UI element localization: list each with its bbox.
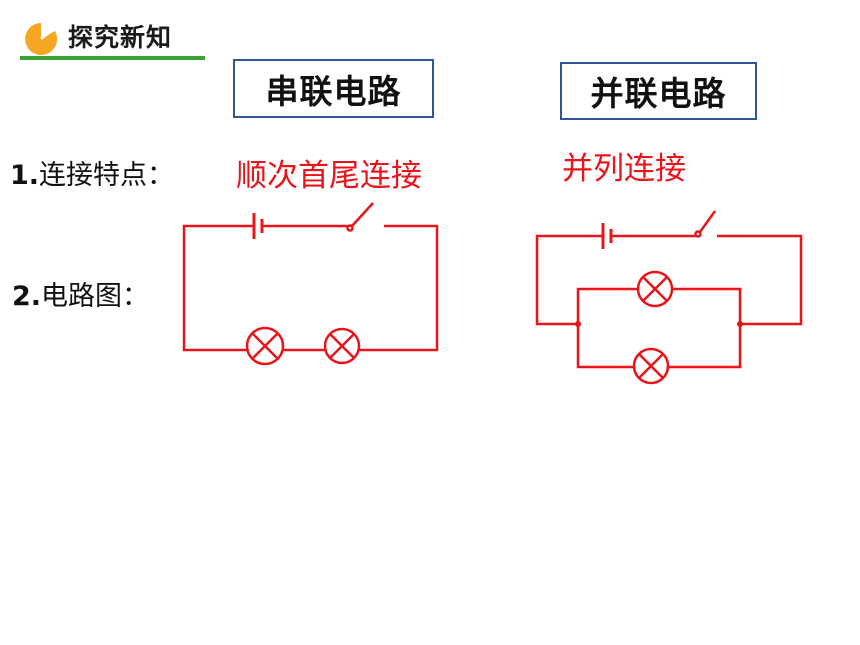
- parallel-bulb-1-icon: [636, 270, 674, 308]
- parallel-battery-icon: [601, 223, 613, 249]
- item-text-1: 连接特点：: [39, 160, 175, 191]
- series-bulb-2-icon: [323, 327, 361, 365]
- parallel-circuit-title: 并联电路: [560, 62, 757, 120]
- series-circuit: [182, 202, 439, 366]
- item-text-2: 电路图：: [41, 281, 150, 312]
- series-bulb-1-icon: [245, 326, 285, 366]
- series-switch-icon: [346, 202, 412, 232]
- series-wires: [182, 224, 439, 352]
- parallel-switch-icon: [694, 210, 717, 238]
- parallel-feature-text: 并列连接: [562, 151, 686, 187]
- series-circuit-title: 串联电路: [233, 59, 434, 118]
- series-feature-text: 顺次首尾连接: [236, 158, 422, 194]
- parallel-bulb-2-icon: [632, 347, 670, 385]
- section-title: 探究新知: [68, 23, 173, 52]
- parallel-wires: [535, 234, 803, 369]
- connection-feature-label: 1.连接特点：: [10, 153, 174, 192]
- series-battery-icon: [252, 213, 264, 239]
- section-header: 探究新知: [20, 14, 205, 62]
- item-number-2: 2.: [12, 281, 42, 312]
- parallel-junction-dots: [575, 321, 743, 327]
- pie-chart-icon: [25, 23, 58, 55]
- circuit-diagram-label: 2.电路图：: [12, 274, 149, 313]
- parallel-circuit: [535, 210, 803, 385]
- header-underline: [20, 56, 205, 60]
- item-number-1: 1.: [10, 160, 40, 191]
